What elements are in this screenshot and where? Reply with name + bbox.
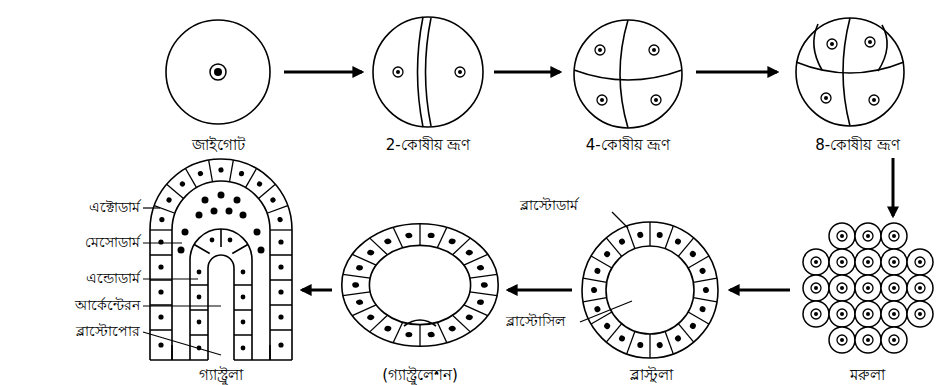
part-label: এন্ডোডার্ম — [8, 270, 140, 287]
part-label: মেসোডার্ম — [8, 234, 140, 251]
stage-arrow — [730, 289, 790, 292]
stage-caption: জাইগোট — [190, 136, 247, 154]
stage-node: (গ্যাস্ট্রুলেশন) — [340, 222, 500, 384]
part-label: এক্টোডার্ম — [8, 199, 140, 216]
stage-node: ব্লাস্টুলা — [580, 220, 722, 384]
part-label: ব্লাস্টোপোর — [8, 323, 140, 340]
stage-arrow — [494, 71, 560, 74]
stage-arrow — [508, 289, 572, 292]
part-label: ব্লাস্টোসিল — [506, 313, 580, 330]
stage-caption: 8-কোষীয় ভ্রূণ — [813, 136, 902, 154]
part-label: ব্লাস্টোডার্ম — [520, 197, 612, 214]
stage-node: 4-কোষীয় ভ্রূণ — [568, 12, 688, 154]
stage-node: 2-কোষীয় ভ্রূণ — [370, 12, 486, 154]
part-label: আর্কেন্টেরন — [8, 297, 140, 314]
stage-caption: গ্যাস্ট্রুলা — [197, 366, 245, 384]
stage-node: জাইগোট — [160, 14, 276, 154]
stage-caption: 4-কোষীয় ভ্রূণ — [584, 136, 673, 154]
stage-caption: 2-কোষীয় ভ্রূণ — [384, 136, 473, 154]
stage-arrow — [284, 71, 362, 74]
stage-node: গ্যাস্ট্রুলা — [148, 158, 294, 384]
stage-caption: মরুলা — [848, 366, 887, 384]
stage-arrow — [302, 289, 332, 292]
stage-arrow — [696, 71, 777, 74]
stage-caption: (গ্যাস্ট্রুলেশন) — [380, 366, 460, 384]
stage-node: মরুলা — [798, 220, 936, 384]
stage-caption: ব্লাস্টুলা — [628, 366, 675, 384]
stage-node: 8-কোষীয় ভ্রূণ — [785, 8, 930, 154]
stage-arrow — [892, 158, 895, 216]
